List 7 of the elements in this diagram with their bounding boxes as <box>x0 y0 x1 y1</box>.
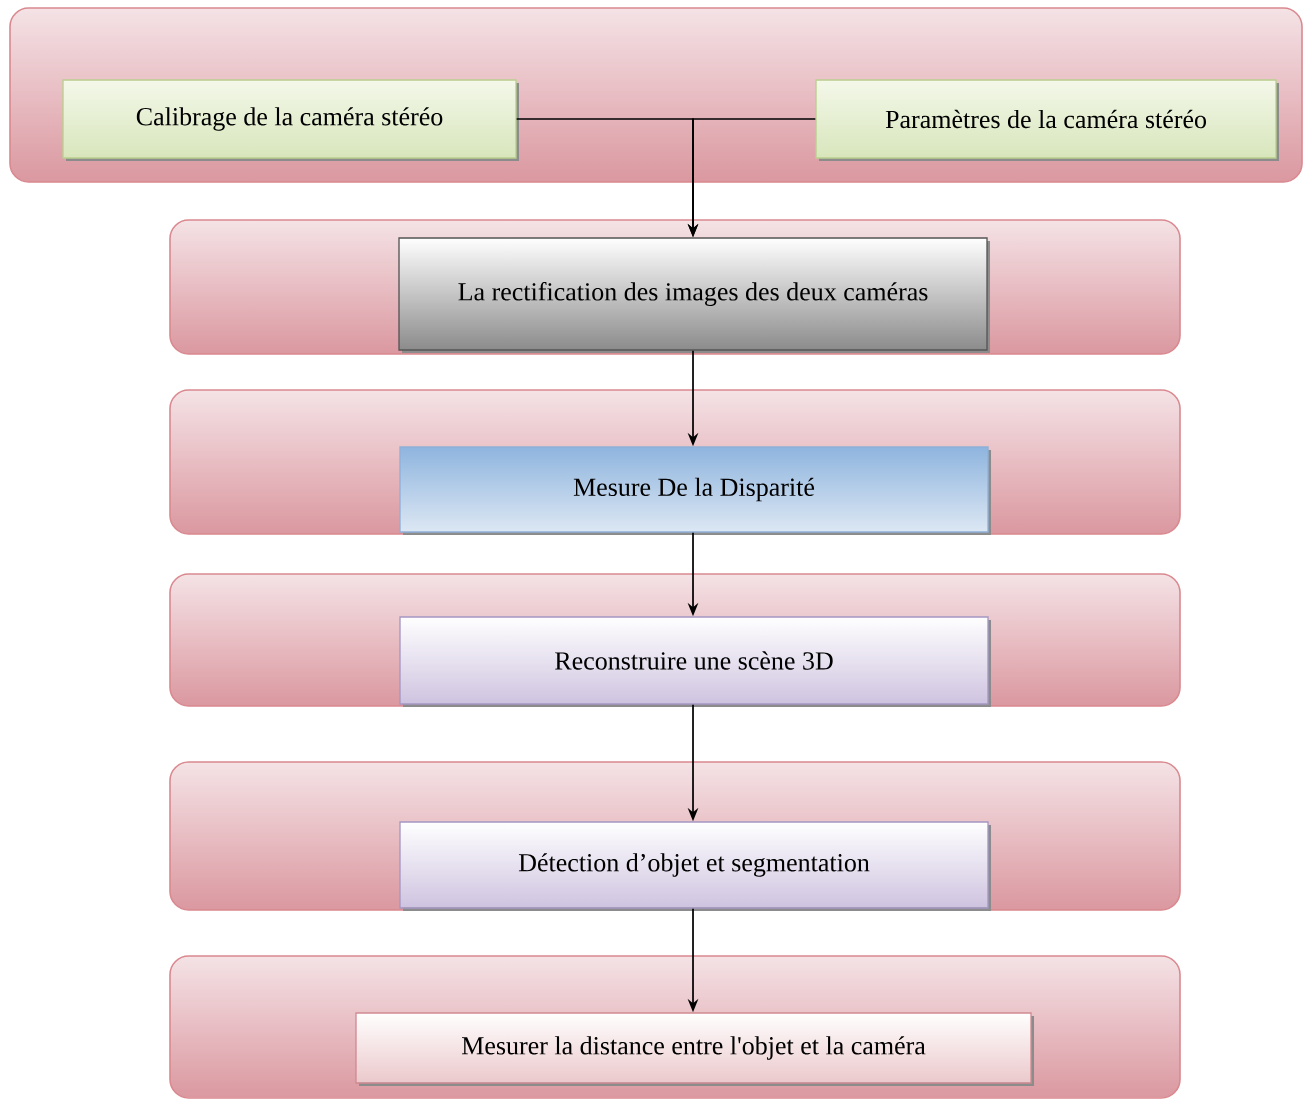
process-box: Calibrage de la caméra stéréo <box>62 79 519 161</box>
process-box: Détection d’objet et segmentation <box>399 821 991 911</box>
process-box: Mesurer la distance entre l'objet et la caméra <box>355 1012 1034 1086</box>
process-box: La rectification des images des deux caméras <box>398 237 990 353</box>
process-box: Paramètres de la caméra stéréo <box>815 79 1279 161</box>
process-box: Reconstruire une scène 3D <box>399 616 991 707</box>
process-box: Mesure De la Disparité <box>399 446 991 535</box>
